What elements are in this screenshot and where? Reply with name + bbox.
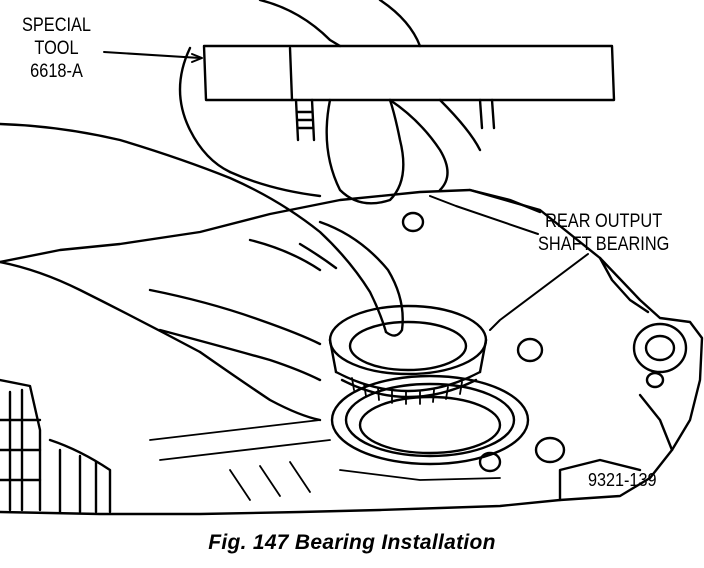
transfer-case-housing — [0, 188, 704, 516]
tool-label-line3: 6618-A — [30, 61, 83, 82]
tool-label-line2: TOOL — [34, 38, 79, 59]
figure-caption: Fig. 147 Bearing Installation — [208, 531, 496, 554]
bearing-label: REAR OUTPUT SHAFT BEARING — [538, 210, 669, 256]
output-shaft-gear — [0, 378, 112, 514]
upper-hand — [178, 0, 482, 205]
case-ribs — [149, 419, 501, 501]
rear-output-shaft-bearing — [328, 304, 488, 405]
tool-label-line1: SPECIAL — [22, 15, 92, 36]
bearing-label-line1: REAR OUTPUT — [545, 211, 663, 232]
lower-hand — [0, 122, 404, 422]
figure-reference-number: 9321-139 — [588, 470, 657, 490]
leader-lines — [103, 51, 589, 331]
bearing-label-line2: SHAFT BEARING — [538, 234, 670, 255]
housing-bosses — [401, 211, 688, 473]
special-tool-6618-a — [202, 44, 616, 142]
special-tool-label: SPECIAL TOOL 6618-A — [22, 14, 91, 83]
seal-bore — [330, 374, 530, 466]
